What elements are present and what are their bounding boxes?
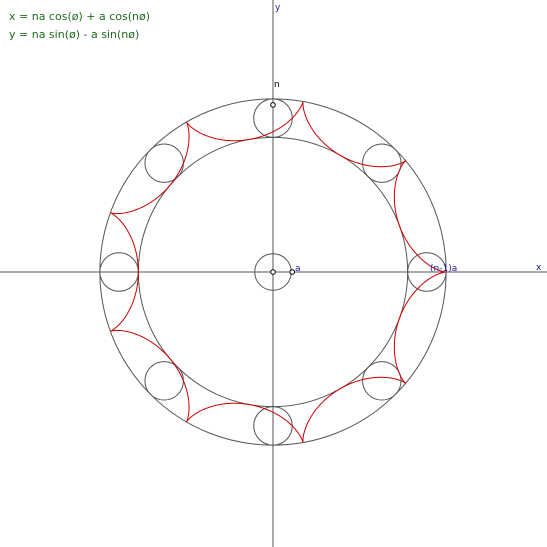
equation-x: x = na cos(ø) + a cos(nø) [9,10,150,23]
x-axis-label: x [536,263,542,273]
rolling-circle [362,361,402,401]
rolling-circle [362,143,402,183]
outer-radius-label: (n-1)a [430,264,457,274]
a-point [289,269,296,275]
points [270,102,296,275]
epicycloid-curve [110,101,447,443]
n-point [270,102,276,108]
n-label: n [274,80,280,90]
equation-y: y = na sin(ø) - a sin(nø) [9,28,140,41]
rolling-circle [144,361,184,401]
rolling-circle [407,252,447,292]
y-axis-label: y [275,3,281,13]
rolling-circle [144,143,184,183]
a-label: a [295,264,301,274]
origin-point [270,269,276,275]
